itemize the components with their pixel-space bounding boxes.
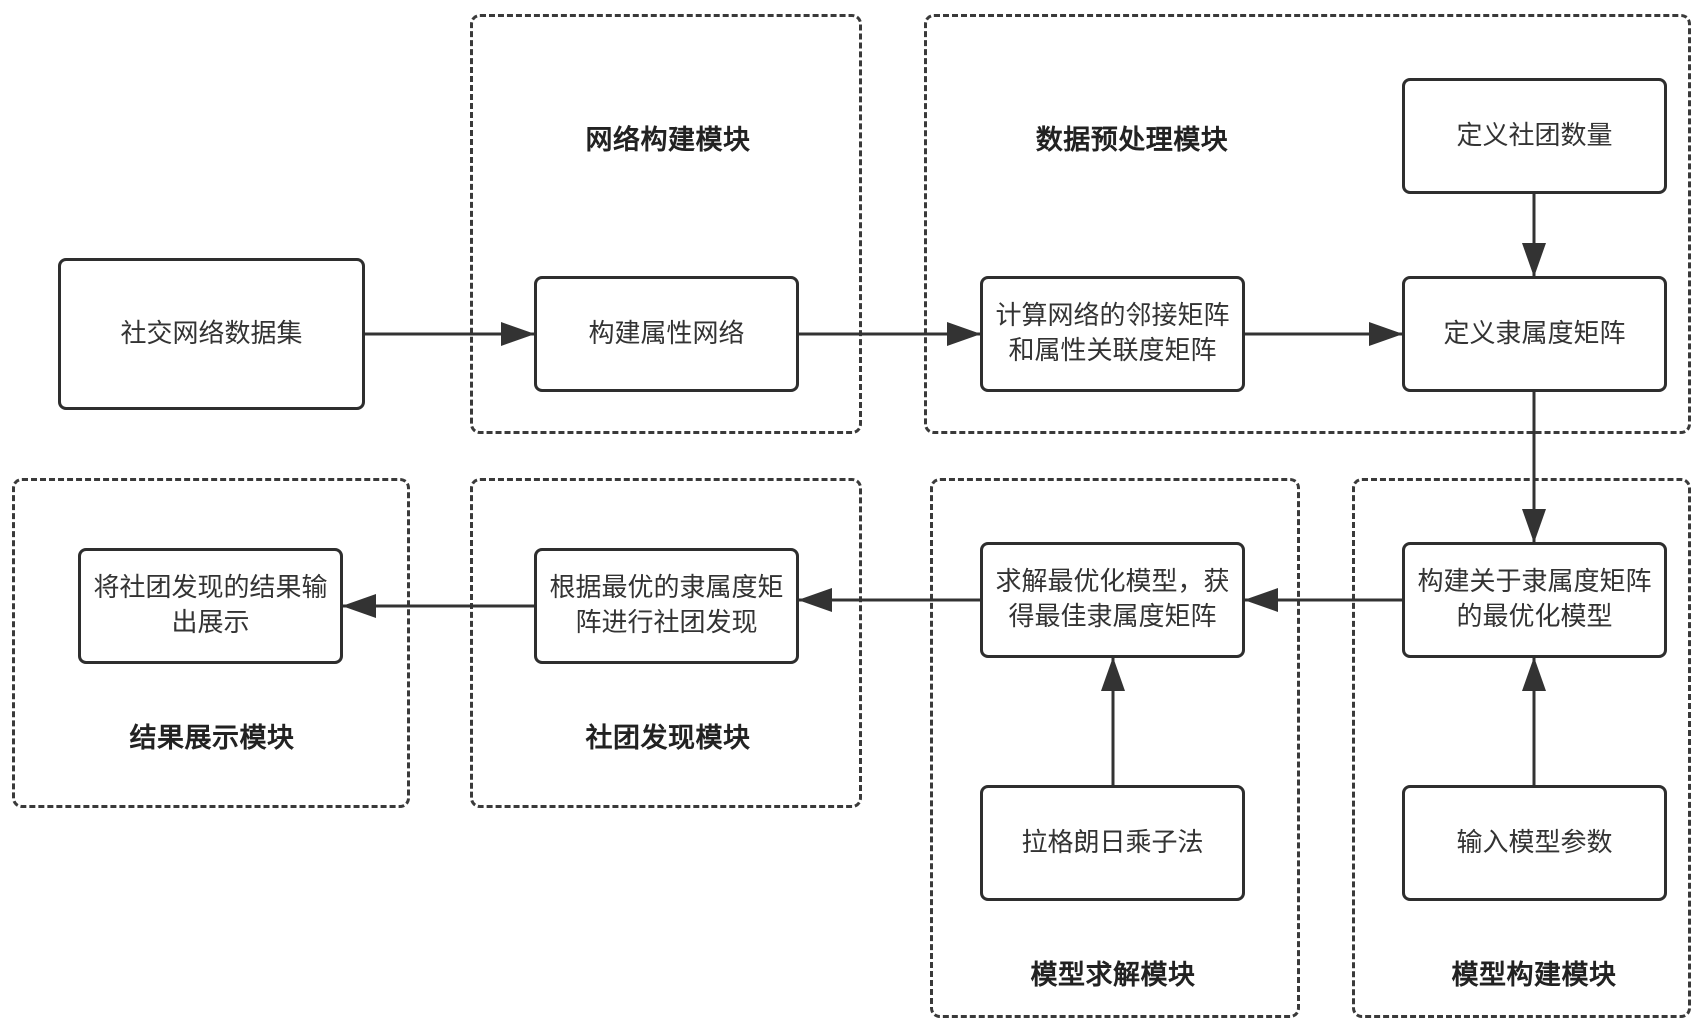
output-results-label: 将社团发现的结果输出展示: [93, 571, 328, 641]
network-building-module-title: 网络构建模块: [586, 118, 751, 157]
result-display-module-title: 结果展示模块: [130, 716, 295, 755]
compute-matrices-node: 计算网络的邻接矩阵和属性关联度矩阵: [980, 276, 1245, 392]
build-attribute-network-node: 构建属性网络: [534, 276, 799, 392]
community-detection-label: 根据最优的隶属度矩阵进行社团发现: [549, 571, 784, 641]
solve-optimization-label: 求解最优化模型，获得最佳隶属度矩阵: [995, 565, 1230, 635]
data-preprocessing-module-title: 数据预处理模块: [1036, 118, 1229, 157]
community-detection-node: 根据最优的隶属度矩阵进行社团发现: [534, 548, 799, 664]
define-membership-matrix-label: 定义隶属度矩阵: [1417, 317, 1652, 352]
build-optimization-model-label: 构建关于隶属度矩阵的最优化模型: [1417, 565, 1652, 635]
input-model-params-node: 输入模型参数: [1402, 785, 1667, 901]
social-dataset-node: 社交网络数据集: [58, 258, 365, 410]
compute-matrices-label: 计算网络的邻接矩阵和属性关联度矩阵: [995, 299, 1230, 369]
output-results-node: 将社团发现的结果输出展示: [78, 548, 343, 664]
build-attribute-network-label: 构建属性网络: [549, 317, 784, 352]
input-model-params-label: 输入模型参数: [1417, 826, 1652, 861]
define-membership-matrix-node: 定义隶属度矩阵: [1402, 276, 1667, 392]
model-building-module-title: 模型构建模块: [1452, 953, 1617, 992]
social-dataset-label: 社交网络数据集: [73, 317, 350, 352]
define-community-count-label: 定义社团数量: [1417, 119, 1652, 154]
community-discovery-module-title: 社团发现模块: [586, 716, 751, 755]
build-optimization-model-node: 构建关于隶属度矩阵的最优化模型: [1402, 542, 1667, 658]
solve-optimization-node: 求解最优化模型，获得最佳隶属度矩阵: [980, 542, 1245, 658]
lagrange-multiplier-label: 拉格朗日乘子法: [995, 826, 1230, 861]
define-community-count-node: 定义社团数量: [1402, 78, 1667, 194]
lagrange-multiplier-node: 拉格朗日乘子法: [980, 785, 1245, 901]
model-solving-module-title: 模型求解模块: [1031, 953, 1196, 992]
